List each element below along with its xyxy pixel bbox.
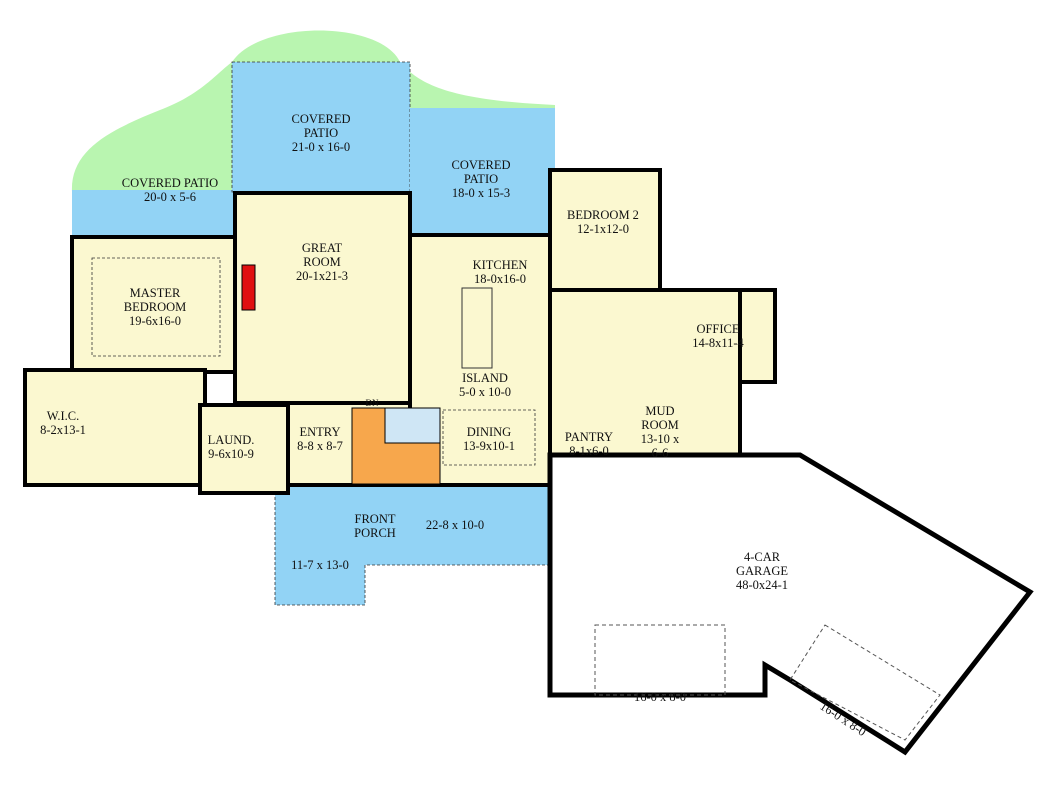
garage-door-2 xyxy=(789,624,941,741)
room-name: MUD ROOM xyxy=(641,404,679,432)
room-name: ISLAND xyxy=(462,371,508,385)
garage-door-1-size: 16-0 x 8-0 xyxy=(633,690,687,704)
master-bedroom-area xyxy=(70,235,237,374)
front-porch-label: FRONT PORCH xyxy=(350,512,400,540)
room-name: KITCHEN xyxy=(472,258,528,272)
room-size: 18-0x16-0 xyxy=(473,272,527,286)
room-name: DINING xyxy=(466,425,512,439)
bath-mud-area xyxy=(548,288,742,457)
covered-patio-left xyxy=(72,190,237,235)
room-name: ENTRY xyxy=(299,425,341,439)
room-name: MASTER BEDROOM xyxy=(123,286,187,314)
room-name: FRONT PORCH xyxy=(354,512,396,540)
front-porch-size: 22-8 x 10-0 xyxy=(425,518,485,532)
room-size: 8-8 x 8-7 xyxy=(297,439,343,453)
room-name: GREAT ROOM xyxy=(301,241,343,269)
covered-patio-center xyxy=(231,61,411,193)
room-size: 5-0 x 10-0 xyxy=(458,385,512,399)
room-name: W.I.C. xyxy=(46,409,80,423)
room-size: 20-1x21-3 xyxy=(295,269,349,283)
room-size: 19-6x16-0 xyxy=(128,314,182,328)
wic-label: W.I.C.8-2x13-1 xyxy=(40,409,86,437)
room-size: 14-8x11-4 xyxy=(692,336,744,350)
room-size: 12-1x12-0 xyxy=(576,222,630,236)
room-name: PANTRY xyxy=(564,430,614,444)
laundry-label: LAUND.9-6x10-9 xyxy=(208,433,255,461)
wic-bath-area xyxy=(23,368,207,487)
stair-landing xyxy=(384,407,441,444)
room-name: BEDROOM 2 xyxy=(567,208,639,222)
garage xyxy=(547,452,1034,756)
room-name: LAUND. xyxy=(207,433,255,447)
room-name: 4-CAR GARAGE xyxy=(735,550,789,578)
room-size: 13-10 x 6-6 xyxy=(640,432,680,460)
dining-tray xyxy=(442,409,536,466)
stair-down-label: DN xyxy=(365,398,379,408)
laundry-area xyxy=(198,403,290,495)
room-size: 20-0 x 5-6 xyxy=(143,190,197,204)
room-name: COVERED PATIO xyxy=(291,112,351,140)
fireplace xyxy=(241,264,256,311)
covered-patio-right xyxy=(410,108,555,235)
room-size: 8-1x6-0 xyxy=(569,444,609,458)
garage-door-1 xyxy=(594,624,726,696)
kitchen-island xyxy=(461,287,493,369)
front-porch xyxy=(274,484,556,606)
master-tray xyxy=(91,257,221,357)
room-size: 48-0x24-1 xyxy=(735,578,789,592)
room-size: 13-9x10-1 xyxy=(462,439,516,453)
room-size: 9-6x10-9 xyxy=(208,447,254,461)
great-room-area xyxy=(233,191,412,405)
room-name: COVERED PATIO xyxy=(121,176,219,190)
bedroom-2-area xyxy=(548,168,662,292)
room-size: 21-0 x 16-0 xyxy=(291,140,351,154)
room-size: 8-2x13-1 xyxy=(40,423,86,437)
room-name: OFFICE xyxy=(696,322,740,336)
room-name: COVERED PATIO xyxy=(451,158,511,186)
porch-ext-size: 11-7 x 13-0 xyxy=(291,558,349,572)
room-size: 18-0 x 15-3 xyxy=(451,186,511,200)
